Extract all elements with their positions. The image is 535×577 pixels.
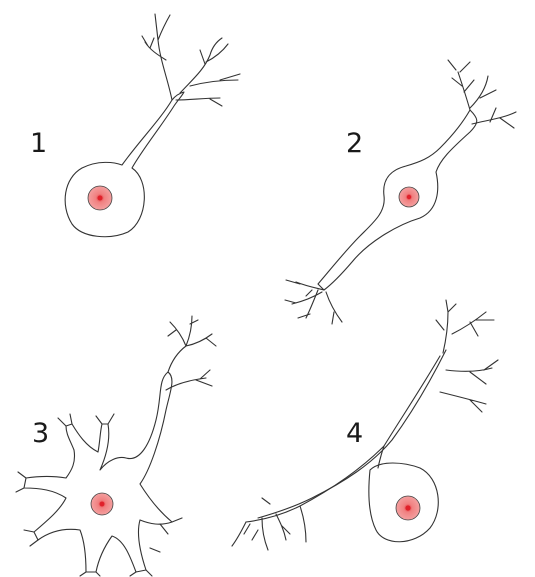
label-neuron-2: 2: [346, 130, 363, 157]
neuron-2-nucleolus: [407, 195, 411, 199]
neuron-2-bipolar: [285, 60, 516, 324]
neuron-4-pseudounipolar: [232, 300, 498, 550]
neuron-1-unipolar: [65, 14, 240, 237]
label-neuron-3: 3: [32, 420, 49, 447]
neuron-4-nucleolus: [405, 505, 410, 510]
neuron-1-nucleolus: [98, 196, 103, 201]
label-neuron-1: 1: [30, 130, 47, 157]
label-neuron-4: 4: [346, 420, 363, 447]
neuron-3-nucleolus: [100, 502, 105, 507]
